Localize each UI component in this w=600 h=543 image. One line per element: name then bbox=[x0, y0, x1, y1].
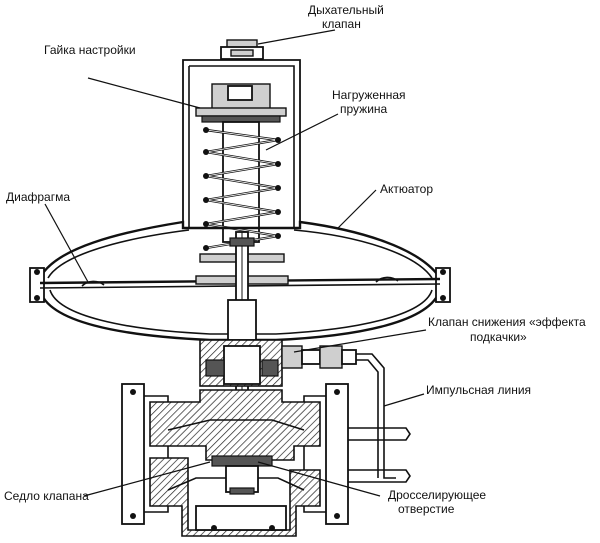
label-relief-valve-line2: подкачки» bbox=[470, 330, 527, 344]
label-orifice-line1: Дросселирующее bbox=[388, 488, 486, 502]
impulse-line bbox=[344, 353, 411, 483]
body-neck bbox=[199, 339, 357, 387]
label-valve-seat: Седло клапана bbox=[4, 489, 89, 503]
label-actuator: Актюатор bbox=[380, 182, 433, 196]
leader-adjusting-nut bbox=[87, 77, 201, 109]
label-breather-valve-line1: Дыхательный bbox=[308, 3, 384, 17]
label-impulse-line: Импульсная линия bbox=[426, 383, 531, 397]
label-relief-valve-line1: Клапан снижения «эффекта bbox=[428, 315, 586, 329]
leader-breather-valve bbox=[257, 29, 336, 45]
leader-diaphragm bbox=[44, 203, 89, 283]
valve-body bbox=[121, 383, 349, 537]
label-orifice-line2: отверстие bbox=[398, 502, 455, 516]
leader-orifice bbox=[257, 461, 381, 497]
leader-valve-seat bbox=[83, 461, 211, 497]
label-diaphragm: Диафрагма bbox=[6, 190, 70, 204]
leader-impulse-line bbox=[383, 393, 425, 407]
label-breather-valve-line2: клапан bbox=[322, 17, 361, 31]
leader-relief-valve bbox=[293, 329, 427, 353]
leader-lines bbox=[44, 29, 427, 497]
label-adjusting-nut: Гайка настройки bbox=[44, 43, 136, 57]
labels: Дыхательный клапан Гайка настройки Нагру… bbox=[4, 3, 586, 516]
label-loaded-spring-line2: пружина bbox=[340, 102, 388, 116]
leader-loaded-spring bbox=[265, 113, 339, 151]
breather-cap bbox=[220, 39, 264, 60]
leader-actuator bbox=[337, 189, 377, 229]
label-loaded-spring-line1: Нагруженная bbox=[332, 88, 406, 102]
